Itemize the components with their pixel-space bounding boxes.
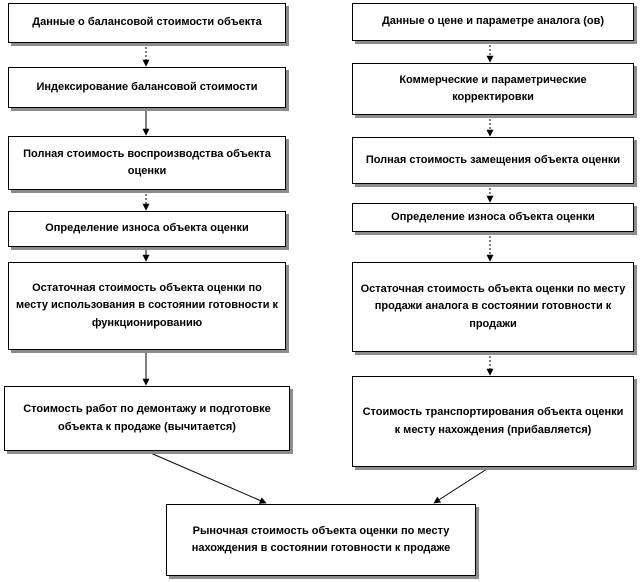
left-step-5-label: Остаточная стоимость объекта оценки по м… (15, 282, 279, 329)
right-step-2-label: Коммерческие и параметрические корректир… (399, 73, 587, 103)
right-step-5: Остаточная стоимость объекта оценки по м… (352, 262, 634, 352)
arrow-left-to-result (145, 450, 267, 504)
left-step-4-label: Определение износа объекта оценки (45, 222, 249, 235)
right-step-6: Стоимость транспортирования объекта оцен… (352, 376, 634, 467)
right-step-6-label: Стоимость транспортирования объекта оцен… (362, 406, 624, 436)
right-step-2: Коммерческие и параметрические корректир… (352, 63, 634, 115)
left-step-1-label: Данные о балансовой стоимости объекта (32, 16, 262, 29)
left-step-6-label: Стоимость работ по демонтажу и подготовк… (23, 403, 271, 433)
arrow-right-to-result (433, 466, 491, 504)
right-step-3: Полная стоимость замещения объекта оценк… (352, 137, 634, 184)
right-step-3-label: Полная стоимость замещения объекта оценк… (365, 153, 621, 166)
right-step-5-label: Остаточная стоимость объекта оценки по м… (360, 283, 626, 330)
right-step-1: Данные о цене и параметре аналога (ов) (352, 3, 634, 41)
result-label: Рыночная стоимость объекта оценки по мес… (191, 524, 451, 554)
left-step-2-label: Индексирование балансовой стоимости (36, 80, 258, 93)
right-step-4-label: Определение износа объекта оценки (391, 210, 595, 223)
left-step-6: Стоимость работ по демонтажу и подготовк… (4, 386, 290, 451)
left-step-2: Индексирование балансовой стоимости (8, 67, 286, 108)
left-step-3: Полная стоимость воспроизводства объекта… (8, 136, 286, 190)
result-box: Рыночная стоимость объекта оценки по мес… (166, 504, 476, 576)
right-step-1-label: Данные о цене и параметре аналога (ов) (381, 15, 605, 28)
left-step-1: Данные о балансовой стоимости объекта (8, 3, 286, 43)
left-step-5: Остаточная стоимость объекта оценки по м… (8, 262, 286, 350)
left-step-4: Определение износа объекта оценки (8, 211, 286, 247)
right-step-4: Определение износа объекта оценки (352, 203, 634, 232)
left-step-3-label: Полная стоимость воспроизводства объекта… (23, 147, 271, 177)
